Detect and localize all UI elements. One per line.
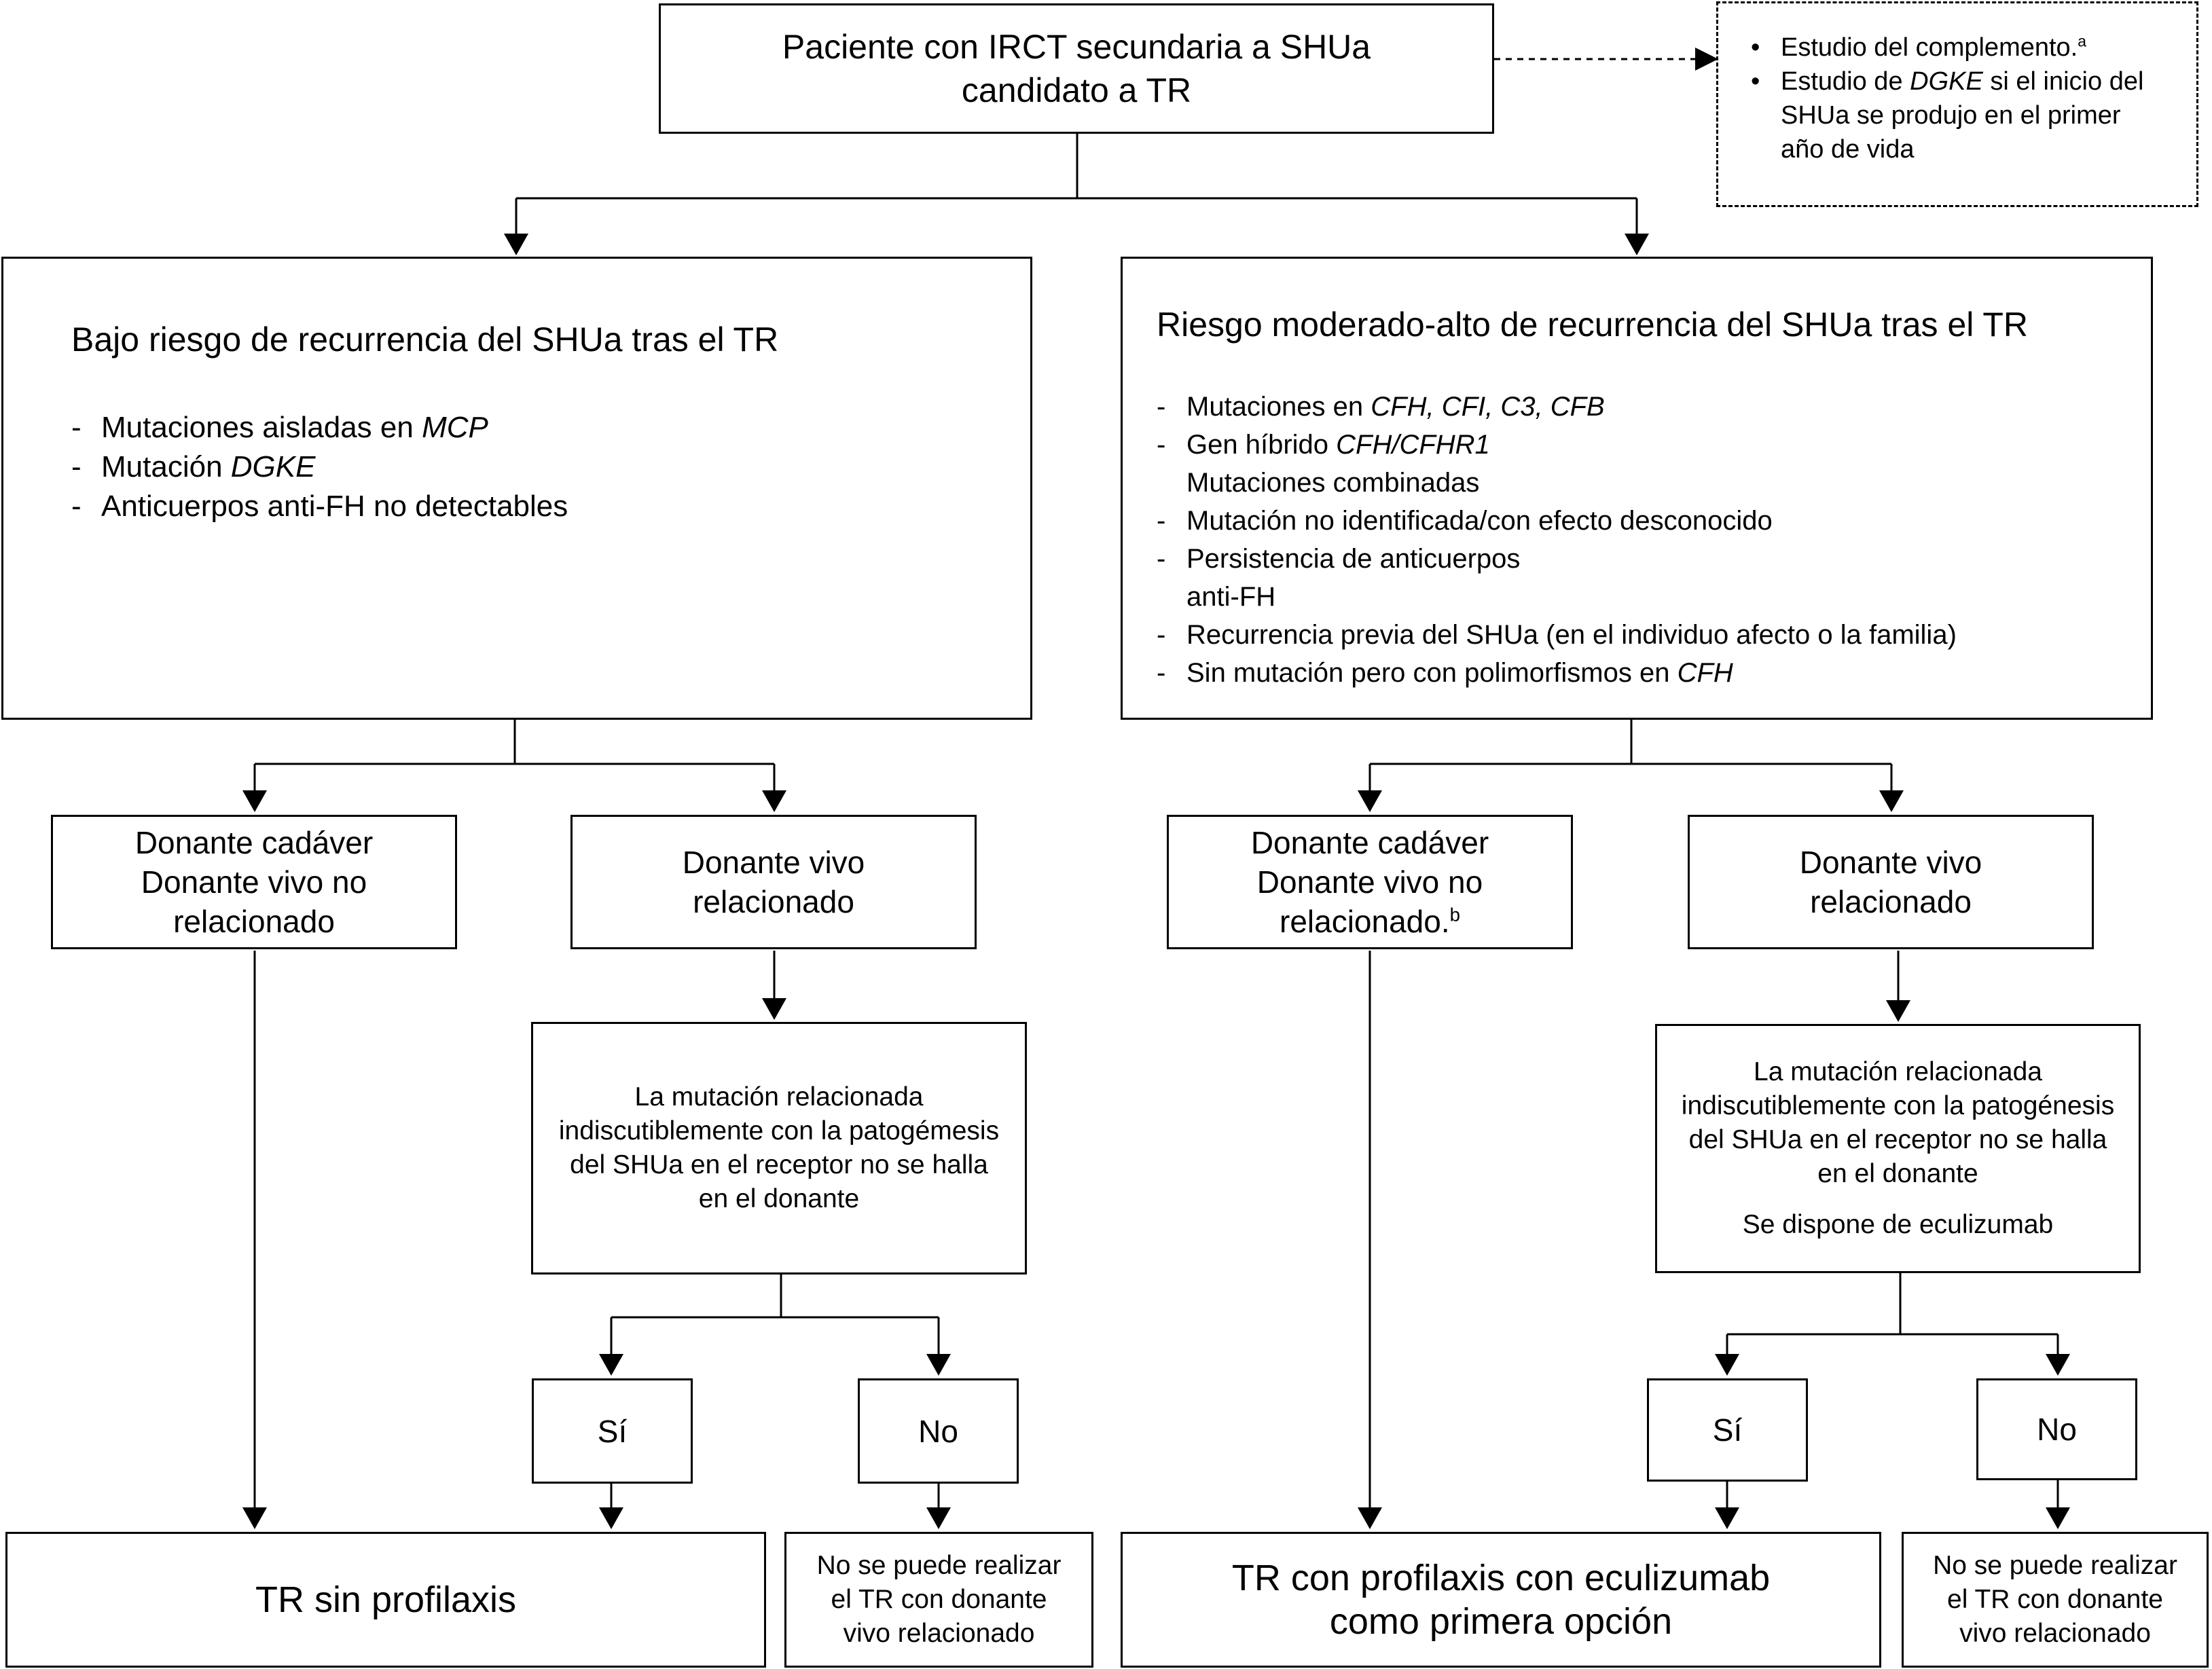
right-question-line-5: Se dispone de eculizumab [1742, 1210, 2054, 1239]
left-cadaver-line-2: Donante vivo no [141, 864, 367, 900]
left-living-donor-box: Donante vivo relacionado [570, 815, 977, 949]
left-question-box: La mutación relacionada indiscutiblement… [531, 1022, 1027, 1274]
left-cadaver-donor-box: Donante cadáver Donante vivo no relacion… [51, 815, 457, 949]
arrowhead-right-no-result [2046, 1507, 2070, 1529]
left-no-label: No [918, 1413, 958, 1449]
left-result-no-line-1: No se puede realizar [816, 1551, 1062, 1580]
right-yes-box: Sí [1647, 1378, 1808, 1482]
arrowhead-left-no-result [926, 1507, 951, 1529]
connector-low-split [253, 720, 776, 794]
arrowhead-right-question [1886, 1000, 1910, 1022]
right-result-not-possible-box: No se puede realizar el TR con donante v… [1902, 1532, 2209, 1668]
left-yes-label: Sí [597, 1413, 628, 1449]
left-cadaver-line-3: relacionado [173, 904, 335, 939]
connector-left-question-split [610, 1274, 940, 1357]
left-result-main-label: TR sin profilaxis [255, 1579, 517, 1620]
left-vivo-line-1: Donante vivo [682, 845, 865, 880]
low-risk-criteria: Mutaciones aisladas en MCP Mutación DGKE… [71, 408, 568, 526]
high-risk-item-polymorphisms: Sin mutación pero con polimorfismos en C… [1157, 654, 1957, 692]
right-result-eculizumab-box: TR con profilaxis con eculizumab como pr… [1121, 1532, 1881, 1668]
side-note-box: Estudio del complemento.a Estudio de DGK… [1716, 1, 2198, 207]
left-cadaver-line-1: Donante cadáver [134, 825, 374, 860]
right-yes-label: Sí [1712, 1412, 1743, 1448]
left-yes-box: Sí [532, 1378, 693, 1484]
side-note-list: Estudio del complemento.a Estudio de DGK… [1745, 31, 2143, 166]
right-result-no-line-1: No se puede realizar [1933, 1551, 2177, 1580]
right-question-box: La mutación relacionada indiscutiblement… [1655, 1024, 2141, 1273]
right-cadaver-line-1: Donante cadáver [1250, 825, 1489, 860]
left-question-line-2: indiscutiblemente con la patogémesis [558, 1116, 1000, 1145]
side-note-item-complement: Estudio del complemento.a [1745, 31, 2143, 65]
right-question-line-1: La mutación relacionada [1754, 1057, 2042, 1086]
high-risk-item-previous-recurrence: Recurrencia previa del SHUa (en el indiv… [1157, 616, 1957, 654]
root-line-2: candidato a TR [961, 71, 1192, 109]
low-risk-item-mcp: Mutaciones aisladas en MCP [71, 408, 568, 447]
right-cadaver-line-3: relacionado.b [1280, 904, 1460, 939]
arrowhead-right-yes-result [1715, 1507, 1739, 1529]
high-risk-criteria: Mutaciones en CFH, CFI, C3, CFB Gen híbr… [1157, 388, 1957, 692]
arrowhead-left-cadaver [242, 790, 267, 812]
high-risk-item-hybrid-gene: Gen híbrido CFH/CFHR1 [1157, 426, 1957, 464]
left-result-no-prophylaxis-box: TR sin profilaxis [5, 1532, 766, 1668]
left-no-box: No [858, 1378, 1019, 1484]
right-question-line-3: del SHUa en el receptor no se halla [1688, 1125, 2107, 1154]
left-question-line-1: La mutación relacionada [634, 1082, 924, 1112]
connector-root-split [515, 132, 1638, 238]
high-risk-title: Riesgo moderado-alto de recurrencia del … [1157, 306, 2029, 344]
low-risk-box: Bajo riesgo de recurrencia del SHUa tras… [1, 257, 1032, 720]
high-risk-box: Riesgo moderado-alto de recurrencia del … [1121, 257, 2153, 720]
arrowhead-high-risk [1625, 234, 1649, 255]
arrowhead-right-cadaver-result [1358, 1507, 1382, 1529]
left-result-not-possible-box: No se puede realizar el TR con donante v… [784, 1532, 1093, 1668]
arrowhead-left-yes-result [599, 1507, 623, 1529]
right-no-label: No [2037, 1412, 2077, 1447]
arrowhead-left-vivo [762, 790, 786, 812]
arrowhead-left-question [762, 998, 786, 1020]
right-result-main-line-1: TR con profilaxis con eculizumab [1231, 1558, 1771, 1598]
low-risk-item-dgke: Mutación DGKE [71, 447, 568, 487]
arrowhead-right-no [2046, 1354, 2070, 1376]
high-risk-item-mutations: Mutaciones en CFH, CFI, C3, CFB [1157, 388, 1957, 426]
root-box: Paciente con IRCT secundaria a SHUa cand… [659, 3, 1494, 134]
left-vivo-line-2: relacionado [693, 884, 854, 919]
right-question-line-2: indiscutiblemente con la patogénesis [1681, 1091, 2115, 1120]
right-question-line-4: en el donante [1817, 1159, 1978, 1188]
left-question-line-3: del SHUa en el receptor no se halla [570, 1150, 988, 1179]
left-question-line-4: en el donante [698, 1184, 860, 1213]
left-result-no-line-3: vivo relacionado [843, 1619, 1035, 1648]
arrowhead-side-note [1695, 48, 1718, 71]
arrowhead-right-vivo [1879, 790, 1904, 812]
arrowhead-right-yes [1715, 1354, 1739, 1376]
left-result-no-line-2: el TR con donante [831, 1585, 1047, 1614]
low-risk-title: Bajo riesgo de recurrencia del SHUa tras… [71, 320, 779, 359]
right-cadaver-line-2: Donante vivo no [1256, 864, 1483, 900]
right-result-main-line-2: como primera opción [1329, 1601, 1673, 1642]
right-living-donor-box: Donante vivo relacionado [1688, 815, 2094, 949]
high-risk-item-unidentified: Mutación no identificada/con efecto desc… [1157, 502, 1957, 540]
high-risk-item-combined: Mutaciones combinadas [1186, 468, 1480, 498]
arrowhead-right-cadaver [1358, 790, 1382, 812]
arrowhead-left-yes [599, 1354, 623, 1376]
right-result-no-line-2: el TR con donante [1947, 1585, 2163, 1614]
arrowhead-low-risk [504, 234, 528, 255]
right-result-no-line-3: vivo relacionado [1959, 1619, 2151, 1648]
arrowhead-left-cadaver-result [242, 1507, 267, 1529]
connector-right-question-split [1726, 1272, 2059, 1357]
root-line-1: Paciente con IRCT secundaria a SHUa [782, 28, 1371, 66]
connector-high-split [1368, 720, 1893, 794]
right-no-box: No [1976, 1378, 2137, 1480]
right-vivo-line-2: relacionado [1810, 884, 1972, 919]
arrowhead-left-no [926, 1354, 951, 1376]
right-vivo-line-1: Donante vivo [1799, 845, 1982, 880]
right-cadaver-donor-box: Donante cadáver Donante vivo no relacion… [1167, 815, 1573, 949]
low-risk-item-antibodies: Anticuerpos anti-FH no detectables [71, 487, 568, 526]
